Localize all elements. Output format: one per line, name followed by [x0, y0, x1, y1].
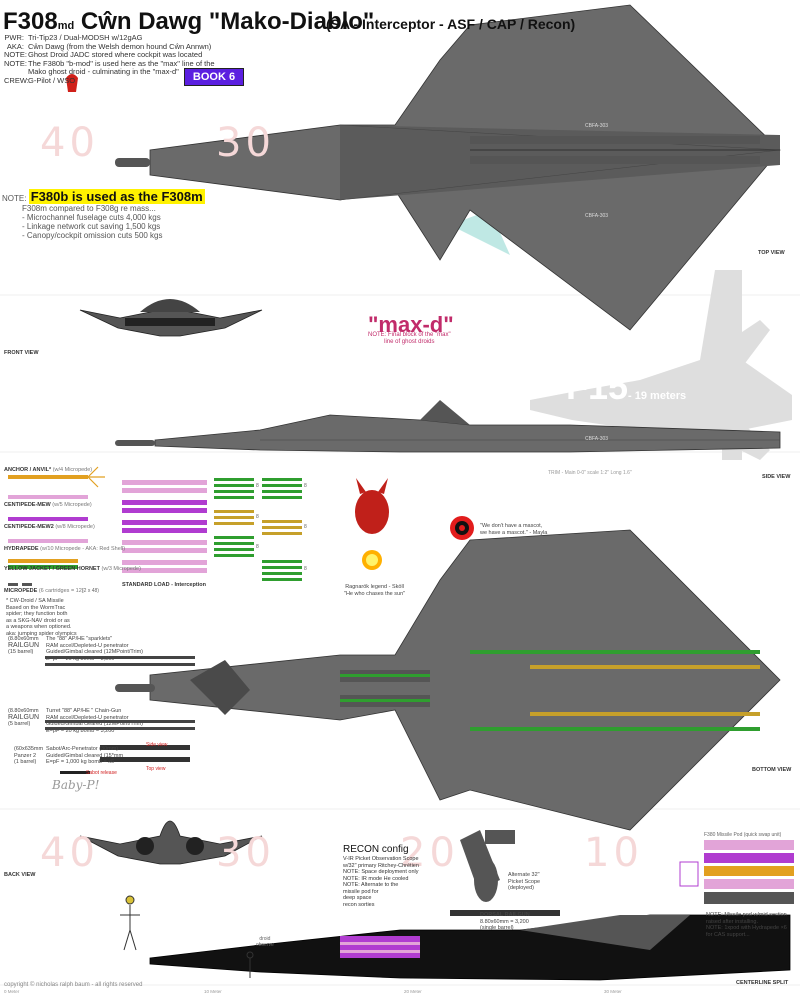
back-view-aircraft: [79, 820, 263, 865]
f380-note-line: - Linkage network cut saving 1,500 kgs: [22, 222, 161, 231]
devil-logo: [66, 74, 78, 92]
scale-30-top: 30: [216, 120, 275, 166]
back-view-label: BACK VIEW: [4, 872, 36, 878]
weapon-label-micropede: MICROPEDE (6 cartridges = 12): [4, 588, 84, 594]
panzer-label: (60x635mm Panzer 2 (1 barrel): [14, 746, 44, 765]
title-model: F308: [3, 8, 58, 35]
ord-count: 8: [256, 483, 259, 489]
ord-count: 8: [304, 524, 307, 530]
top-view-note: Top view: [146, 766, 166, 772]
trim-note: TRIM - Main 0-0" scale 1:2" Long 1.6": [548, 470, 632, 476]
hull-mark: CBFA-303: [585, 123, 609, 129]
alt-scope-note: Alternate 32"Picket Scope(deployed): [508, 872, 541, 891]
scale-30-bottom: 30: [216, 830, 275, 876]
skoll-caption: Ragnarök legend - Sköll"He who chases th…: [344, 584, 406, 597]
weapon-drawings: [8, 466, 105, 586]
scale-40-bottom: 40: [40, 830, 99, 876]
scale-figure: [120, 895, 254, 978]
panzer-desc: Sabot/Arc-Penetrator (30mm)Guided/Gimbal…: [46, 746, 124, 765]
ord-count: 8: [256, 544, 259, 550]
mayla-badge: [450, 516, 474, 540]
weapon-label-centipede: CENTIPEDE-MEW (w/5 Micropede): [4, 502, 92, 508]
railgun2-label: (8.80x60mm RAILGUN (5 barrel): [8, 708, 40, 727]
maxd-note: NOTE: Final block of the "max" line of g…: [368, 332, 451, 345]
f15-label: F15- 19 meters: [566, 366, 687, 407]
signature: Baby-P!: [52, 778, 100, 792]
maxd-label: "max-d": [368, 312, 454, 337]
title-name: Cŵn Dawg "Mako-Diablo": [80, 8, 375, 35]
page-subtitle: (SA - Interceptor - ASF / CAP / Recon): [326, 16, 576, 32]
book-badge: BOOK 6: [184, 68, 244, 86]
recon-drawings: [450, 830, 560, 916]
skoll-mascot: [355, 478, 389, 570]
meter-0: 0 Meter: [4, 989, 20, 994]
micropede-count: (2 x 48): [82, 588, 99, 594]
f380-note-line: - Microchannel fuselage cuts 4,000 kgs: [22, 213, 161, 222]
meter-20: 20 Meter: [404, 989, 422, 994]
f380-note: NOTE: F380b is used as the F308m F308m c…: [2, 189, 205, 240]
spec-line: Mako ghost droid - culminating in the "m…: [28, 67, 179, 77]
spec-line: NOTE:Ghost Droid JADC stored where cockp…: [4, 50, 203, 60]
centerline-label: CENTERLINE SPLIT: [736, 980, 789, 986]
top-view-aircraft: [115, 4, 781, 331]
weapon-label-centipede2: CENTIPEDE-MEW2 (w/8 Micropede): [4, 524, 95, 530]
recon-title: RECON config: [343, 844, 409, 855]
bottom-view-aircraft: [115, 529, 781, 831]
f380-note-line: - Canopy/cockpit omission cuts 500 kgs: [22, 231, 163, 240]
title-model-suffix: md: [57, 20, 75, 32]
weapon-label-anchor: ANCHOR / ANVIL* (w/4 Micropede): [4, 467, 93, 473]
standard-load-label: STANDARD LOAD - Interception: [122, 582, 206, 588]
copyright: copyright © nicholas ralph baum - all ri…: [4, 982, 143, 988]
mayla-quote: "We don't have a mascot,we have a mascot…: [480, 523, 548, 536]
spec-line: PWR:Tri-Tip23 / Dual-MODSH w/12gAG: [4, 33, 143, 42]
railgun-drawings: [45, 656, 195, 774]
standard-load-stack: [122, 480, 207, 573]
bottom-view-label: BOTTOM VIEW: [752, 767, 792, 773]
side-view-label: SIDE VIEW: [762, 474, 791, 480]
spec-line: AKA:Cŵn Dawg (from the Welsh demon hound…: [6, 41, 212, 51]
ord-count: 8: [304, 483, 307, 489]
hull-mark: CBFA-303: [585, 436, 609, 442]
page-title: F308md Cŵn Dawg "Mako-Diablo": [3, 8, 374, 36]
spec-block: PWR:Tri-Tip23 / Dual-MODSH w/12gAG AKA:C…: [4, 33, 215, 86]
weapon-label-hydrapede: HYDRAPEDE (w/10 Micropede - AKA: Red She…: [4, 546, 126, 552]
scale-20-bottom: 20: [400, 830, 459, 876]
weapon-label-yellowjacket: YELLOW JACKET / GREEN HORNET (w/3 Microp…: [4, 566, 141, 572]
spec-line: NOTE:The F380b "b-mod" is used here as t…: [4, 58, 215, 68]
front-view-aircraft: [79, 299, 263, 337]
f380-pod-drawing: [679, 840, 794, 904]
meter-30: 30 Meter: [604, 989, 622, 994]
spec-line: CREW:G-Pilot / WSO: [4, 75, 76, 85]
sabot-release-note: Sabot release: [86, 770, 117, 776]
centerline-aircraft: [149, 914, 791, 981]
railgun1-label: (8.80x60mm RAILGUN (15 barrel): [8, 636, 40, 655]
hull-mark: CBFA-303: [585, 213, 609, 219]
railgun1-desc: The "88" AP/HE "sparklets"RAM accel/Depl…: [46, 636, 143, 662]
side-view-note: Side view: [146, 742, 168, 748]
dorsal-railgun-note: DORSAL RAILGUN 8.80x60mm = 3,200 (single…: [480, 912, 530, 931]
top-view-label: TOP VIEW: [758, 250, 785, 256]
scale-40-top: 40: [40, 120, 99, 166]
side-view-aircraft: [115, 400, 781, 453]
front-view-label: FRONT VIEW: [4, 350, 39, 356]
section-rules: [0, 294, 800, 986]
ordnance-rows: [214, 478, 302, 581]
scale-10-bottom: 10: [584, 830, 643, 876]
meter-10: 10 Meter: [204, 989, 222, 994]
f380-note-highlight: F380b is used as the F308m: [28, 189, 205, 204]
ord-count: 8: [304, 566, 307, 572]
f380-pod-label: F380 Missile Pod (quick swap unit): [704, 832, 782, 838]
ord-count: 8: [256, 514, 259, 520]
f380-note-line: F308m compared to F308g re mass...: [22, 204, 156, 213]
f380-note-prefix: NOTE:: [2, 194, 27, 203]
